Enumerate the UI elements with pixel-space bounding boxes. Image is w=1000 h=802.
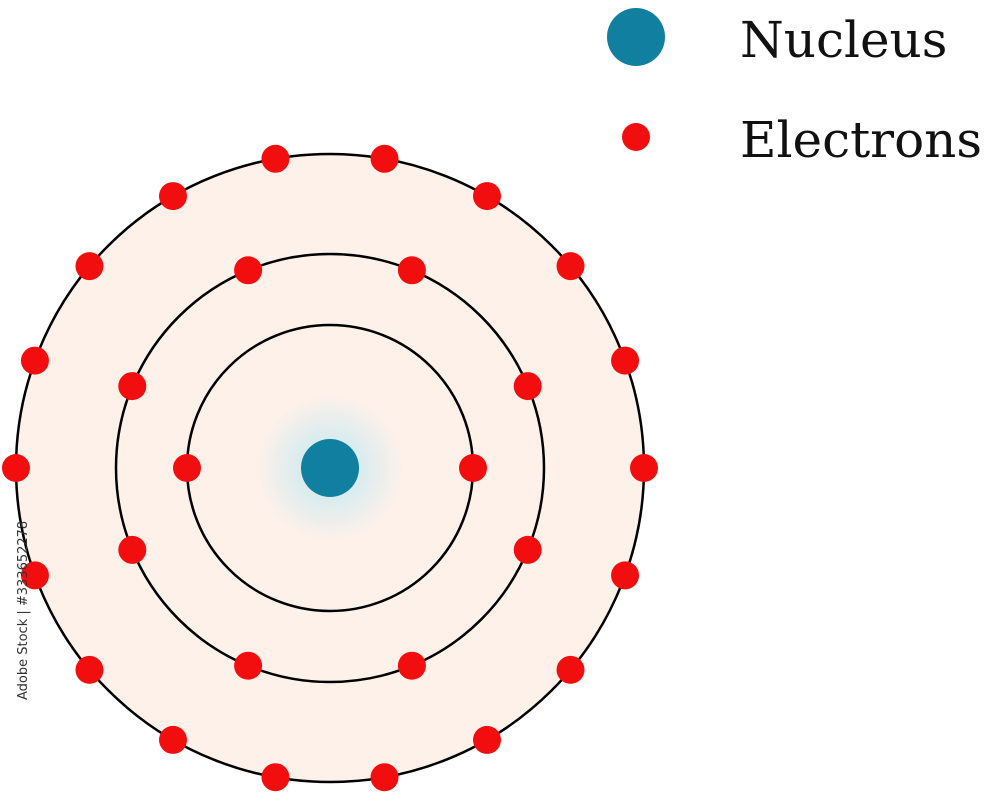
middle-orbit	[114, 252, 546, 684]
electron-middle-3	[234, 256, 263, 285]
legend-nucleus-marker	[607, 8, 665, 66]
electron-middle-4	[118, 372, 147, 401]
electron-outer-15	[370, 763, 399, 792]
electrons-group	[2, 144, 658, 792]
electron-inner-1	[459, 454, 487, 482]
side-caption: Adobe Stock | #333652278	[16, 521, 31, 700]
electron-middle-6	[234, 651, 263, 680]
electron-outer-10	[2, 454, 30, 482]
legend-electron-marker	[622, 123, 650, 151]
electron-inner-2	[173, 454, 201, 482]
electron-outer-11	[20, 561, 49, 590]
electron-outer-4	[473, 182, 501, 211]
electron-outer-13	[159, 725, 187, 754]
electron-outer-2	[611, 346, 640, 375]
electron-outer-3	[556, 252, 585, 281]
electron-outer-9	[20, 346, 49, 375]
legend: Nucleus Electrons	[607, 8, 982, 169]
electron-middle-2	[397, 256, 426, 285]
electron-outer-1	[630, 454, 658, 482]
electron-middle-5	[118, 535, 147, 564]
nucleus	[301, 439, 359, 497]
electron-outer-14	[261, 763, 290, 792]
electron-middle-1	[513, 372, 542, 401]
electron-outer-5	[370, 144, 399, 173]
electron-outer-16	[473, 725, 501, 754]
electron-middle-8	[513, 535, 542, 564]
electron-outer-18	[611, 561, 640, 590]
electron-outer-12	[75, 655, 104, 684]
legend-electrons-label: Electrons	[740, 111, 982, 169]
electron-outer-6	[261, 144, 290, 173]
electron-outer-7	[159, 182, 187, 211]
legend-nucleus-label: Nucleus	[740, 11, 947, 69]
electron-outer-17	[556, 655, 585, 684]
electron-middle-7	[397, 651, 426, 680]
electron-outer-8	[75, 252, 104, 281]
